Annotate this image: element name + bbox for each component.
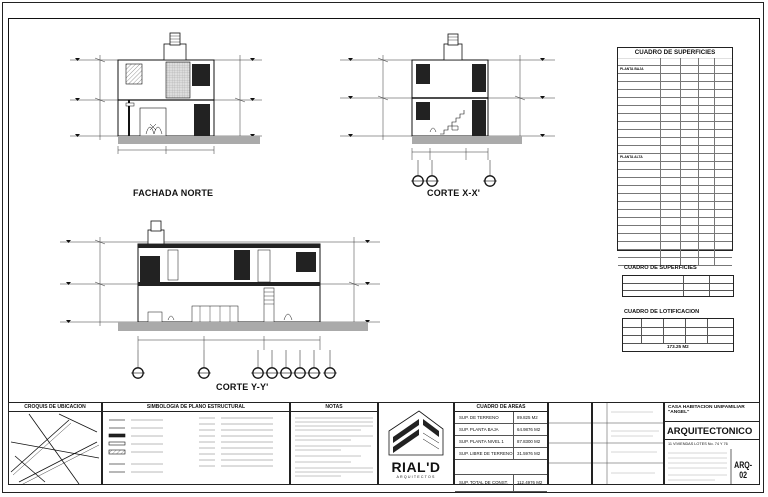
superficies-row-label: PLANTA BAJA: [620, 67, 644, 71]
area-label: SUP. LIBRE DE TERRENO: [459, 451, 513, 456]
croquis-map: [10, 413, 100, 485]
croquis-ubicacion-box: CROQUIS DE UBICACION: [8, 402, 102, 485]
fachada-norte-drawing: [70, 32, 262, 154]
proyecto-details-lines: [668, 449, 732, 485]
plano-clave: ARQ-02: [734, 460, 753, 480]
area-label: SUP. PLANTA NIVEL 1: [459, 439, 504, 444]
area-row: SUP. PLANTA BAJA 64.9876 M2: [455, 424, 547, 436]
superficies-row: [618, 218, 732, 226]
notas-box: NOTAS: [290, 402, 378, 485]
area-row: SUP. DE TERRENO 89.825 M2: [455, 412, 547, 424]
simbologia-box: SIMBOLOGIA DE PLANO ESTRUCTURAL: [102, 402, 290, 485]
notas-title: NOTAS: [291, 403, 377, 412]
cuadro-superficies-small: [622, 275, 734, 297]
area-label: SUP. DE TERRENO: [459, 415, 499, 420]
superficies-row: [618, 82, 732, 90]
view-title-corte-yy: CORTE Y-Y': [216, 382, 269, 392]
superficies-row: [618, 186, 732, 194]
superficies-row: [618, 58, 732, 66]
notas-text-lines: [295, 417, 373, 477]
superficies-row: [618, 210, 732, 218]
superficies-row: [618, 130, 732, 138]
superficies-row: [618, 138, 732, 146]
superficies-row: [618, 226, 732, 234]
sheet-data-lines: [549, 422, 591, 464]
area-value: 64.9876 M2: [517, 427, 541, 432]
superficies-rows: PLANTA BAJA PLANTA ALTA: [618, 58, 732, 266]
cuadro-areas-title: CUADRO DE AREAS: [455, 403, 547, 412]
rialdo-logo: [388, 410, 444, 456]
cuadro-lotificacion-title: CUADRO DE LOTIFICACION: [624, 309, 700, 315]
superficies-row: [618, 170, 732, 178]
area-value: 89.825 M2: [517, 415, 538, 420]
superficies-row: [618, 146, 732, 154]
view-title-fachada-norte: FACHADA NORTE: [133, 188, 214, 198]
area-value: 112.4976 M2: [517, 480, 543, 485]
superficies-row: [618, 162, 732, 170]
proyecto-nombre: CASA HABITACION UNIFAMILIAR "ANGEL": [668, 405, 745, 416]
area-label: SUP. TOTAL DE CONST.: [459, 480, 509, 485]
view-title-corte-xx: CORTE X-X': [427, 188, 481, 198]
cuadro-areas-rows: SUP. DE TERRENO 89.825 M2 SUP. PLANTA BAJA…: [455, 412, 547, 492]
responsables-box: [592, 402, 664, 485]
croquis-title: CROQUIS DE UBICACION: [9, 403, 101, 412]
superficies-row: [618, 114, 732, 122]
area-label: SUP. PLANTA BAJA: [459, 427, 499, 432]
ubicacion-text: 11 VIVIENDAS LOTES No. 74 Y 76: [668, 442, 728, 446]
superficies-row: [618, 98, 732, 106]
logo-subtext: ARQUITECTOS: [396, 475, 436, 479]
responsables-lines: [593, 403, 663, 484]
cuadro-superficies-title: CUADRO DE SUPERFICIES: [634, 49, 716, 56]
area-row: SUP. TOTAL DE CONST. 112.4976 M2: [455, 474, 547, 492]
superficies-row: PLANTA ALTA: [618, 154, 732, 162]
superficies-row: PLANTA BAJA: [618, 66, 732, 74]
corte-xx-drawing: [340, 33, 555, 187]
superficies-row: [618, 258, 732, 266]
superficies-row: [618, 74, 732, 82]
simbologia-title: SIMBOLOGIA DE PLANO ESTRUCTURAL: [103, 403, 289, 412]
superficies-row: [618, 250, 732, 258]
superficies-row: [618, 202, 732, 210]
area-row: SUP. LIBRE DE TERRENO 31.5976 M2: [455, 448, 547, 460]
superficies-row: [618, 194, 732, 202]
tipo-plano: ARQUITECTONICO: [667, 425, 753, 436]
sheet-data-box: [548, 402, 592, 485]
cuadro-areas-box: CUADRO DE AREAS SUP. DE TERRENO 89.825 M2…: [454, 402, 548, 492]
area-row: SUP. PLANTA NIVEL 1 87.8300 M2: [455, 436, 547, 448]
area-value: 87.8300 M2: [517, 439, 541, 444]
superficies-row: [618, 178, 732, 186]
cuadro-lotificacion: 173.25 M2: [622, 318, 734, 352]
superficies-row: [618, 234, 732, 242]
area-value: 31.5976 M2: [517, 451, 541, 456]
simbologia-symbols: [108, 417, 273, 473]
superficies-row: [618, 90, 732, 98]
logo-text: RIAL'D: [391, 459, 441, 475]
superficies-row: [618, 242, 732, 250]
cuadro-superficies-small-title: CUADRO DE SUPERFICIES: [624, 265, 697, 271]
superficies-row-label: PLANTA ALTA: [620, 155, 643, 159]
superficies-row: [618, 106, 732, 114]
superficies-row: [618, 122, 732, 130]
logo-box: RIAL'D ARQUITECTOS: [378, 402, 454, 485]
corte-yy-drawing: [60, 220, 380, 379]
proyecto-box: CASA HABITACION UNIFAMILIAR "ANGEL" ARQU…: [664, 402, 760, 485]
lotificacion-total: 173.25 M2: [667, 344, 689, 349]
